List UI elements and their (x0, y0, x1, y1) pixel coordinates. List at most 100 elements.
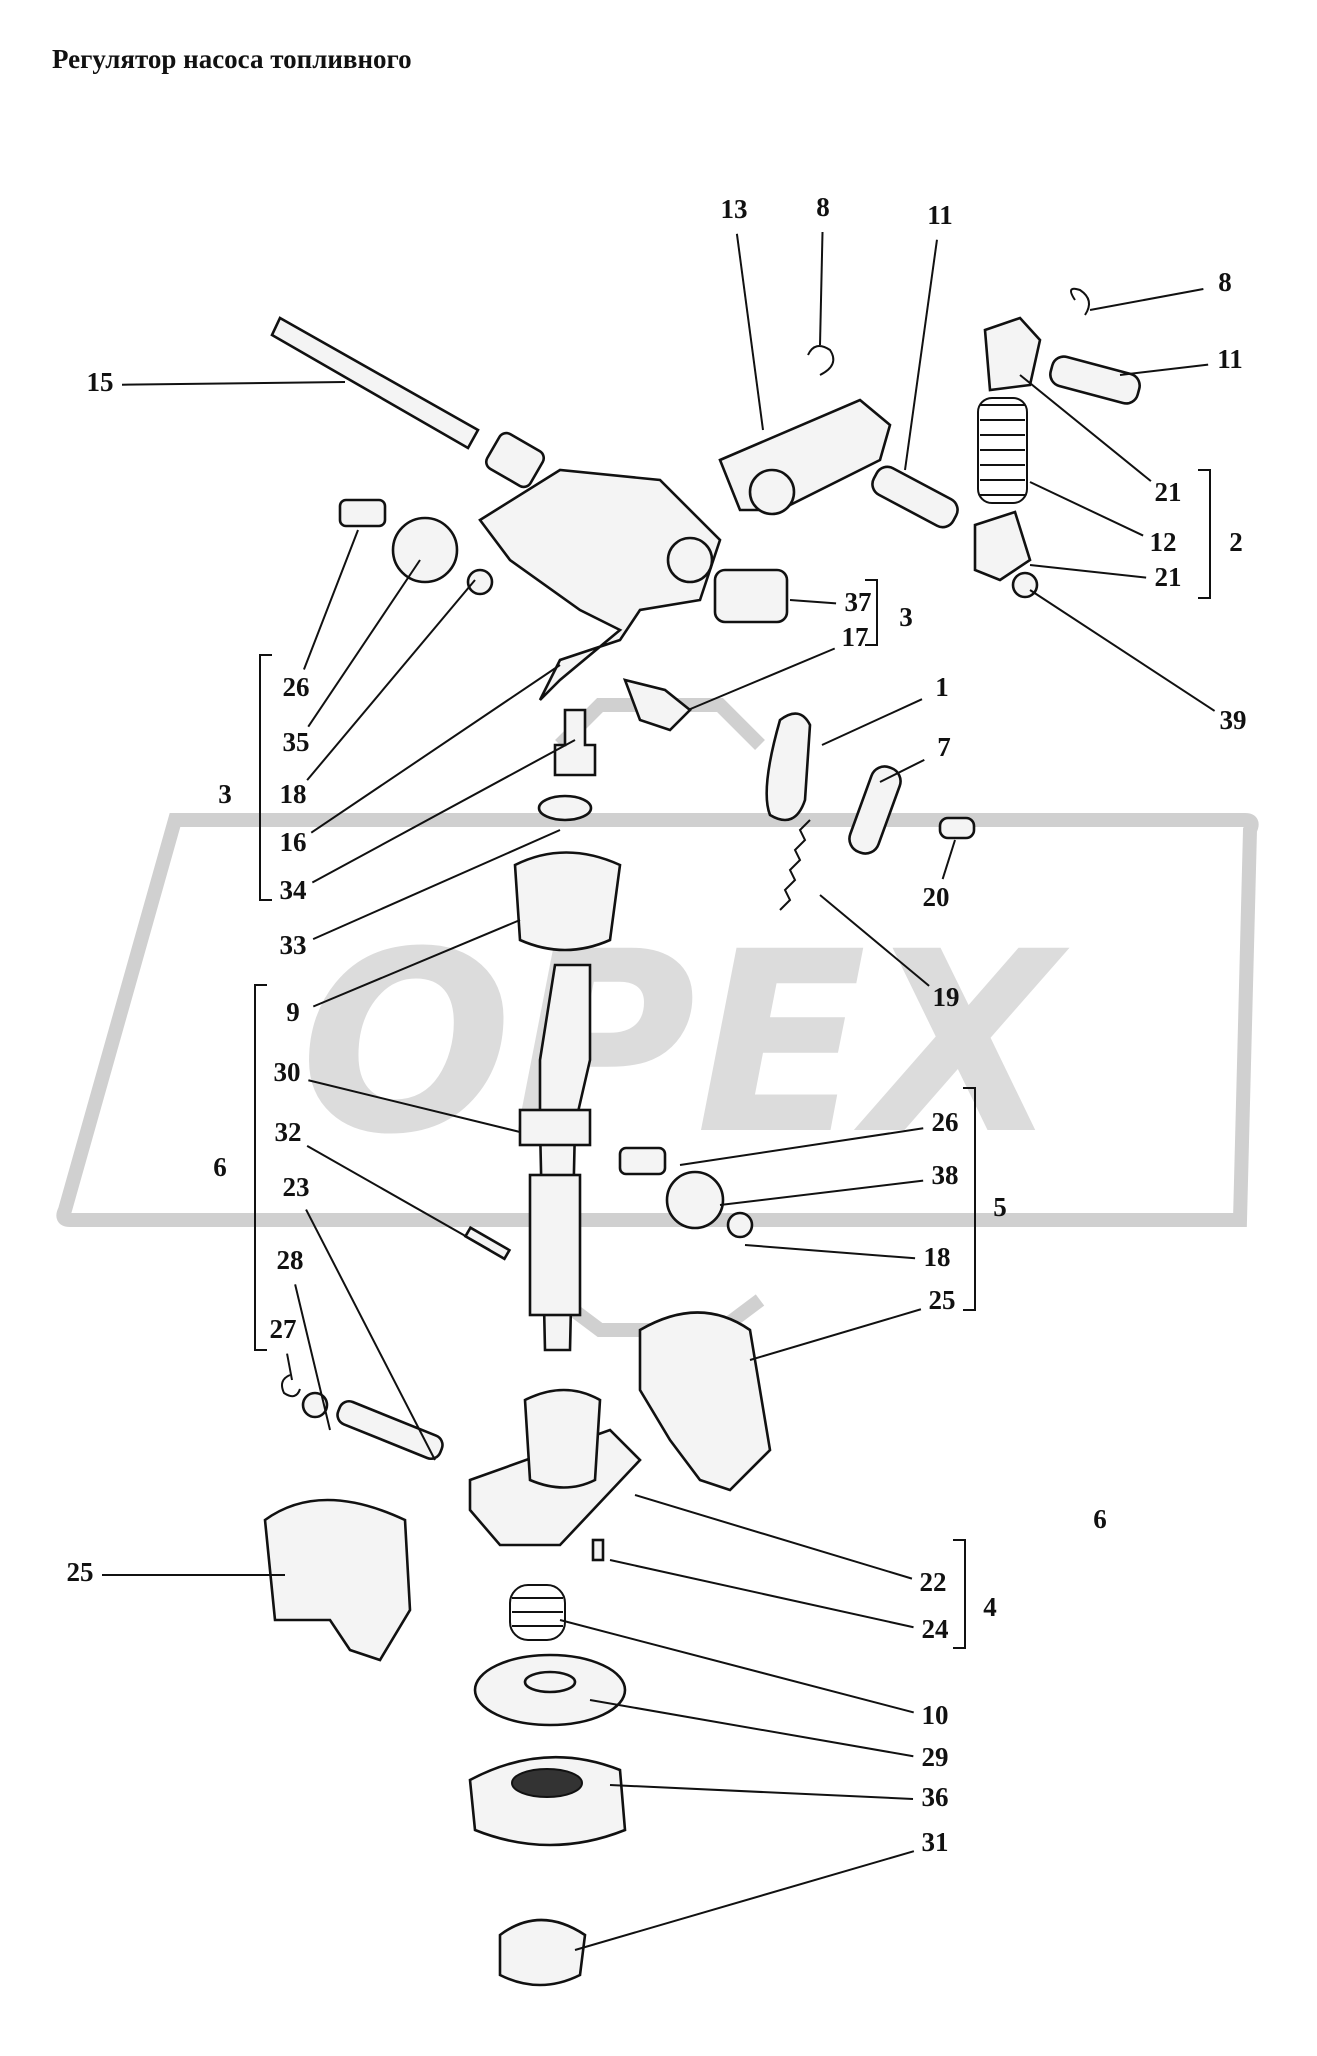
part-axle-23 (336, 1399, 444, 1461)
part-label-8: 8 (1218, 267, 1232, 297)
leader-line-37 (789, 599, 837, 605)
part-label-16: 16 (280, 827, 307, 857)
part-bolt-26 (338, 498, 387, 528)
leader-line-7 (879, 758, 925, 783)
part-label-31: 31 (922, 1827, 949, 1857)
part-bushing (484, 431, 546, 489)
part-plate-21b (973, 510, 1032, 582)
bracket-group-4 (953, 1539, 966, 1649)
leader-line-15 (121, 381, 346, 386)
part-label-22: 22 (920, 1567, 947, 1597)
leader-line-8 (1089, 288, 1204, 311)
part-label-24: 24 (922, 1614, 949, 1644)
part-washer-18b (726, 1211, 754, 1239)
leader-line-27 (286, 1353, 293, 1381)
part-link-7 (848, 765, 902, 855)
leader-line-11 (904, 239, 938, 471)
leader-line-10 (559, 1619, 914, 1714)
part-label-28: 28 (277, 1245, 304, 1275)
part-label-33: 33 (280, 930, 307, 960)
part-washer-18 (466, 568, 494, 596)
part-label-20: 20 (923, 882, 950, 912)
part-label-29: 29 (922, 1742, 949, 1772)
part-bearing-38 (665, 1170, 725, 1230)
part-label-32: 32 (275, 1117, 302, 1147)
leader-lines (102, 231, 1216, 1951)
leader-line-25 (749, 1308, 922, 1361)
part-bearing-35 (391, 516, 459, 584)
leader-line-9 (312, 919, 521, 1008)
bracket-group-2 (1198, 469, 1211, 599)
part-bearing-36 (468, 1755, 627, 1847)
part-crossbar-cup (523, 1388, 602, 1489)
part-label-7: 7 (937, 732, 951, 762)
leader-line-22 (634, 1494, 913, 1580)
part-label-15: 15 (87, 367, 114, 397)
part-label-18: 18 (924, 1242, 951, 1272)
part-pin-24 (591, 1538, 605, 1562)
part-label-30: 30 (274, 1057, 301, 1087)
leader-line-35 (307, 559, 421, 728)
part-clip-8 (807, 345, 835, 376)
leader-line-18 (306, 579, 476, 781)
part-bushing-33 (513, 851, 622, 952)
part-label-4: 4 (983, 1592, 997, 1622)
part-ring-27 (281, 1374, 301, 1398)
part-label-11: 11 (1217, 344, 1243, 374)
part-bolt-16 (553, 708, 597, 777)
part-weight-25-left (263, 1498, 412, 1662)
bracket-group-5 (963, 1087, 976, 1311)
part-label-8: 8 (816, 192, 830, 222)
part-label-36: 36 (922, 1782, 949, 1812)
part-label-3: 3 (218, 779, 232, 809)
part-label-23: 23 (283, 1172, 310, 1202)
part-label-5: 5 (993, 1192, 1007, 1222)
part-sleeve (528, 1173, 582, 1317)
part-disc-29-hole (523, 1670, 577, 1694)
part-label-26: 26 (932, 1107, 959, 1137)
part-gear-31 (498, 1918, 587, 1987)
part-label-19: 19 (933, 982, 960, 1012)
part-label-18: 18 (280, 779, 307, 809)
part-label-1: 1 (935, 672, 949, 702)
part-pin-11b (1049, 355, 1141, 405)
part-gear-on-shaft (518, 1108, 592, 1147)
part-spring-19 (779, 819, 811, 911)
part-label-26: 26 (283, 672, 310, 702)
part-label-35: 35 (283, 727, 310, 757)
parts-group (263, 287, 1141, 1987)
part-shaft-15 (270, 316, 480, 450)
part-label-37: 37 (845, 587, 872, 617)
part-label-2: 2 (1229, 527, 1243, 557)
part-label-25: 25 (929, 1285, 956, 1315)
part-fork-eye (748, 468, 796, 516)
leader-line-11 (1119, 363, 1209, 376)
part-label-21: 21 (1155, 562, 1182, 592)
leader-line-38 (719, 1179, 924, 1206)
leader-line-24 (609, 1559, 914, 1629)
leader-line-19 (819, 894, 930, 987)
group-brackets (254, 469, 1211, 1649)
leader-line-1 (821, 698, 923, 746)
part-label-12: 12 (1150, 527, 1177, 557)
part-label-6: 6 (213, 1152, 227, 1182)
leader-line-21 (1029, 564, 1147, 579)
leader-line-28 (294, 1284, 331, 1431)
part-screw-17 (622, 678, 692, 732)
leader-line-26 (303, 529, 359, 670)
part-label-10: 10 (922, 1700, 949, 1730)
part-label-21: 21 (1155, 477, 1182, 507)
watermark-text: OPEX (300, 898, 1070, 1189)
leader-line-21 (1019, 374, 1152, 482)
leader-line-17 (687, 647, 836, 711)
part-washer-28 (301, 1391, 329, 1419)
part-label-11: 11 (927, 200, 953, 230)
leader-line-30 (308, 1079, 521, 1133)
leader-line-29 (589, 1699, 914, 1758)
part-housing-bore (666, 536, 714, 584)
leader-line-36 (609, 1784, 914, 1800)
part-clip-8b (1070, 287, 1090, 316)
part-bearing-36-race (511, 1768, 583, 1798)
part-label-17: 17 (842, 622, 869, 652)
